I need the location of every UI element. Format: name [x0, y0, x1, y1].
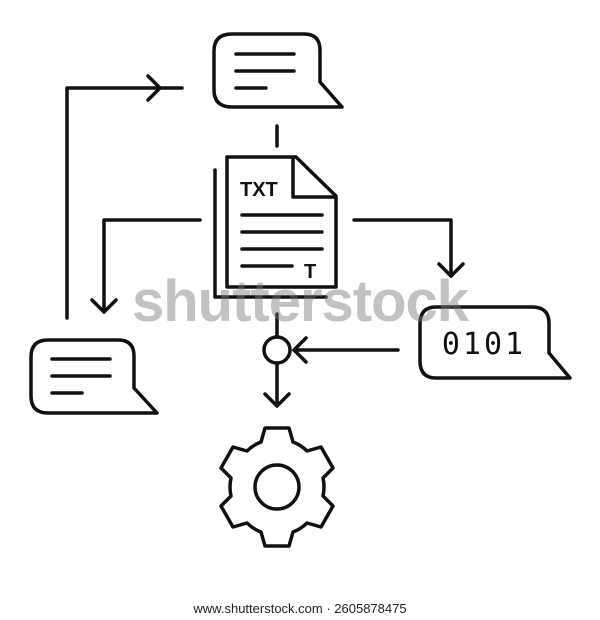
binary-code-text: 0101 [442, 327, 526, 362]
gear-icon [219, 426, 335, 548]
txt-document-icon: TXT T [213, 155, 338, 299]
document-type-label: TXT [240, 179, 278, 201]
left-chat-bubble-icon [29, 338, 159, 415]
doc-to-binary-arrow [352, 218, 465, 278]
binary-to-node-arrow [292, 336, 400, 364]
top-chat-bubble-icon [212, 32, 344, 109]
binary-code-bubble-icon: 0101 [418, 305, 572, 380]
footer-bar: www.shutterstock.com · 2605878475 [0, 598, 600, 620]
left-to-top-arrow [65, 74, 184, 320]
footer-text: www.shutterstock.com · 2605878475 [193, 601, 407, 616]
document-corner-letter: T [304, 261, 316, 283]
merge-node [262, 312, 292, 408]
doc-to-left-bubble-arrow [90, 218, 202, 314]
